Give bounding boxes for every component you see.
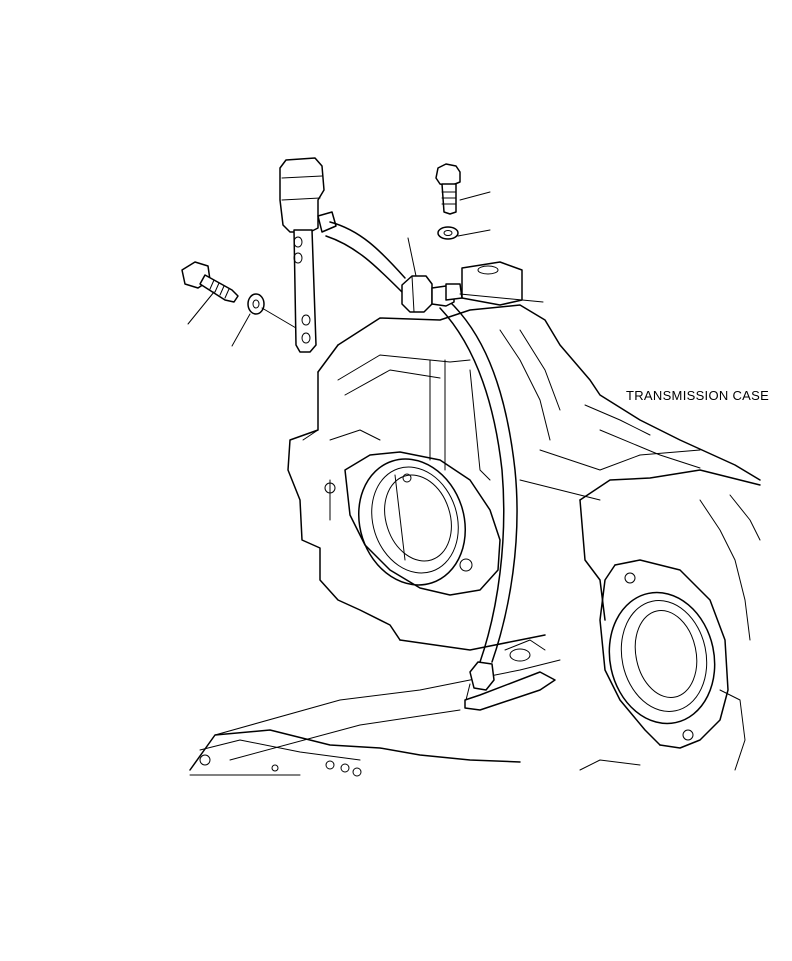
leader-line-clamp-right	[459, 293, 544, 303]
leader-line-washer-left	[231, 313, 251, 347]
transmission-case	[189, 304, 761, 777]
washer-top	[437, 226, 459, 240]
leader-line-bolt-left	[187, 291, 215, 325]
washer-left	[247, 293, 265, 315]
leader-line-washer-top	[457, 229, 491, 237]
leader-lines	[187, 191, 544, 701]
breather-tube	[325, 221, 518, 691]
bolt-left	[181, 261, 239, 303]
case-top-boss	[461, 261, 523, 306]
oil-level-gauge	[279, 157, 337, 353]
leader-line-bolt-top	[459, 191, 491, 201]
leader-line-clamp-upper	[407, 237, 417, 277]
leader-line-tube-lower	[465, 683, 471, 701]
leader-line-gauge	[261, 307, 297, 329]
bolt-top	[435, 163, 461, 215]
tube-clamp	[401, 275, 463, 313]
transmission-case-label: TRANSMISSION CASE	[626, 388, 770, 403]
